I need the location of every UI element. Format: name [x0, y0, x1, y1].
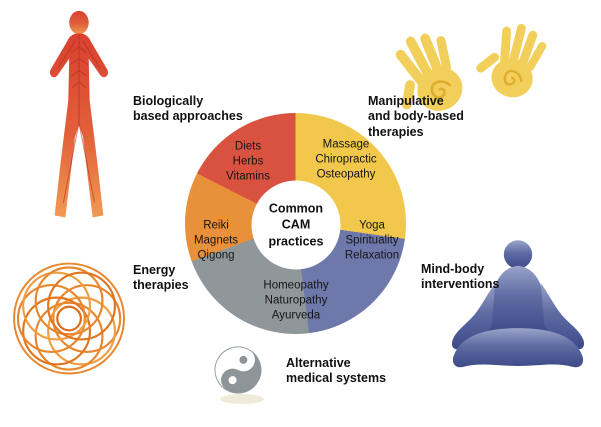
segment-label-alternative-systems: Homeopathy Naturopathy Ayurveda [263, 279, 329, 322]
category-label-mind-body: Mind-body interventions [421, 262, 500, 292]
category-label-biologically-based: Biologically based approaches [133, 94, 243, 124]
healing-hands-icon [371, 8, 568, 130]
segment-label-biologically-based: Diets Herbs Vitamins [226, 140, 270, 183]
category-label-energy: Energy therapies [133, 263, 189, 293]
category-label-alternative-systems: Alternative medical systems [286, 356, 387, 386]
lotus-meditation-icon [442, 228, 594, 400]
segment-label-manipulative: Massage Chiropractic Osteopathy [315, 138, 377, 181]
segment-label-energy: Reiki Magnets Qigong [193, 219, 239, 262]
category-label-manipulative: Manipulative and body-based therapies [368, 94, 464, 139]
energy-circles-icon [8, 240, 136, 400]
yin-yang-icon [210, 344, 270, 406]
anatomical-body-icon [22, 8, 134, 232]
segment-label-mind-body: Yoga Spirituality Relaxation [344, 219, 400, 262]
pie-center-label: Common CAM practices [251, 180, 341, 270]
